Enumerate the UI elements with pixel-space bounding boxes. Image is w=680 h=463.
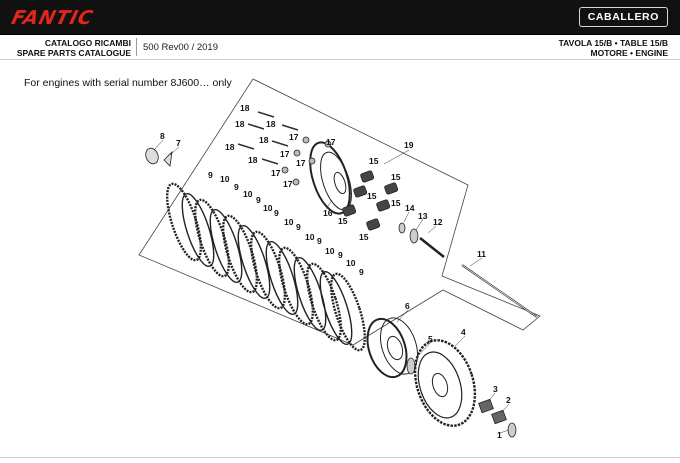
hub-washer <box>406 357 416 375</box>
clutch-basket <box>413 339 477 427</box>
callout-10: 10 <box>263 203 273 213</box>
callout-15: 15 <box>359 232 369 242</box>
bearing-parts-7-8 <box>145 147 173 167</box>
callout-18: 18 <box>240 103 250 113</box>
callout-17: 17 <box>271 168 281 178</box>
callout-4: 4 <box>461 327 466 337</box>
washers <box>281 136 332 186</box>
callout-18: 18 <box>235 119 245 129</box>
callout-12: 12 <box>433 217 443 227</box>
steel-disc <box>209 209 243 283</box>
footer-divider <box>0 457 680 458</box>
callout-9: 9 <box>338 250 343 260</box>
callout-15: 15 <box>391 172 401 182</box>
header-divider <box>136 38 137 56</box>
steel-disc <box>181 193 215 267</box>
clutch-disc-stack <box>165 182 367 352</box>
callout-9: 9 <box>359 267 364 277</box>
catalog-header: CATALOGO RICAMBI SPARE PARTS CATALOGUE 5… <box>0 35 680 60</box>
callout-8: 8 <box>160 131 165 141</box>
bolts <box>237 111 299 165</box>
leader-lines <box>153 139 510 434</box>
callout-18: 18 <box>266 119 276 129</box>
friction-disc <box>277 246 315 326</box>
steel-disc <box>319 271 353 345</box>
callout-17: 17 <box>283 179 293 189</box>
catalog-edition: 500 Rev00 / 2019 <box>143 42 219 53</box>
friction-disc <box>221 214 259 294</box>
catalog-title-it: CATALOGO RICAMBI <box>44 38 131 48</box>
callout-10: 10 <box>346 258 356 268</box>
callout-10: 10 <box>284 217 294 227</box>
catalog-title: CATALOGO RICAMBI SPARE PARTS CATALOGUE <box>0 38 131 58</box>
callout-9: 9 <box>274 208 279 218</box>
callout-6: 6 <box>405 301 410 311</box>
friction-disc <box>165 182 203 262</box>
callout-17: 17 <box>280 149 290 159</box>
callout-15: 15 <box>338 216 348 226</box>
clutch-hub <box>366 317 418 379</box>
top-bar: FANTIC CABALLERO <box>0 0 680 35</box>
pressure-plate <box>309 141 352 215</box>
friction-disc <box>305 262 343 342</box>
catalog-title-en: SPARE PARTS CATALOGUE <box>16 48 131 58</box>
steel-disc <box>265 241 299 315</box>
callout-18: 18 <box>225 142 235 152</box>
callout-numbers: 1 2 3 4 5 6 7 8 11 12 13 14 16 19 18 18 … <box>160 103 511 440</box>
callout-15: 15 <box>391 198 401 208</box>
callout-17: 17 <box>289 132 299 142</box>
callout-19: 19 <box>404 140 414 150</box>
callout-9: 9 <box>317 236 322 246</box>
callout-3: 3 <box>493 384 498 394</box>
callout-9: 9 <box>296 222 301 232</box>
callout-17: 17 <box>326 137 336 147</box>
callout-14: 14 <box>405 203 415 213</box>
callout-2: 2 <box>506 395 511 405</box>
callout-9: 9 <box>256 195 261 205</box>
callout-18: 18 <box>259 135 269 145</box>
friction-disc <box>193 198 231 278</box>
callout-10: 10 <box>243 189 253 199</box>
table-reference: TAVOLA 15/B • TABLE 15/B MOTORE • ENGINE <box>559 38 668 58</box>
table-number: TAVOLA 15/B • TABLE 15/B <box>558 38 668 48</box>
steel-disc <box>237 225 271 299</box>
bushings <box>478 398 517 438</box>
friction-disc <box>329 272 367 352</box>
pushrod-parts <box>398 222 445 258</box>
callout-7: 7 <box>176 138 181 148</box>
callout-9: 9 <box>208 170 213 180</box>
assembly-frame <box>138 78 541 346</box>
clutch-springs <box>342 170 399 231</box>
callout-13: 13 <box>418 211 428 221</box>
callout-10: 10 <box>325 246 335 256</box>
callout-5: 5 <box>428 334 433 344</box>
callout-9: 9 <box>234 182 239 192</box>
callout-18: 18 <box>248 155 258 165</box>
callout-15: 15 <box>367 191 377 201</box>
callout-16: 16 <box>323 208 333 218</box>
callout-11: 11 <box>477 249 486 259</box>
callout-10: 10 <box>305 232 315 242</box>
friction-disc <box>249 230 287 310</box>
serial-note: For engines with serial number 8J600… on… <box>24 77 232 89</box>
callout-15: 15 <box>369 156 379 166</box>
callout-1: 1 <box>497 430 502 440</box>
model-badge: CABALLERO <box>578 7 668 27</box>
callout-17: 17 <box>296 158 306 168</box>
table-group: MOTORE • ENGINE <box>590 48 668 58</box>
callout-10: 10 <box>220 174 230 184</box>
